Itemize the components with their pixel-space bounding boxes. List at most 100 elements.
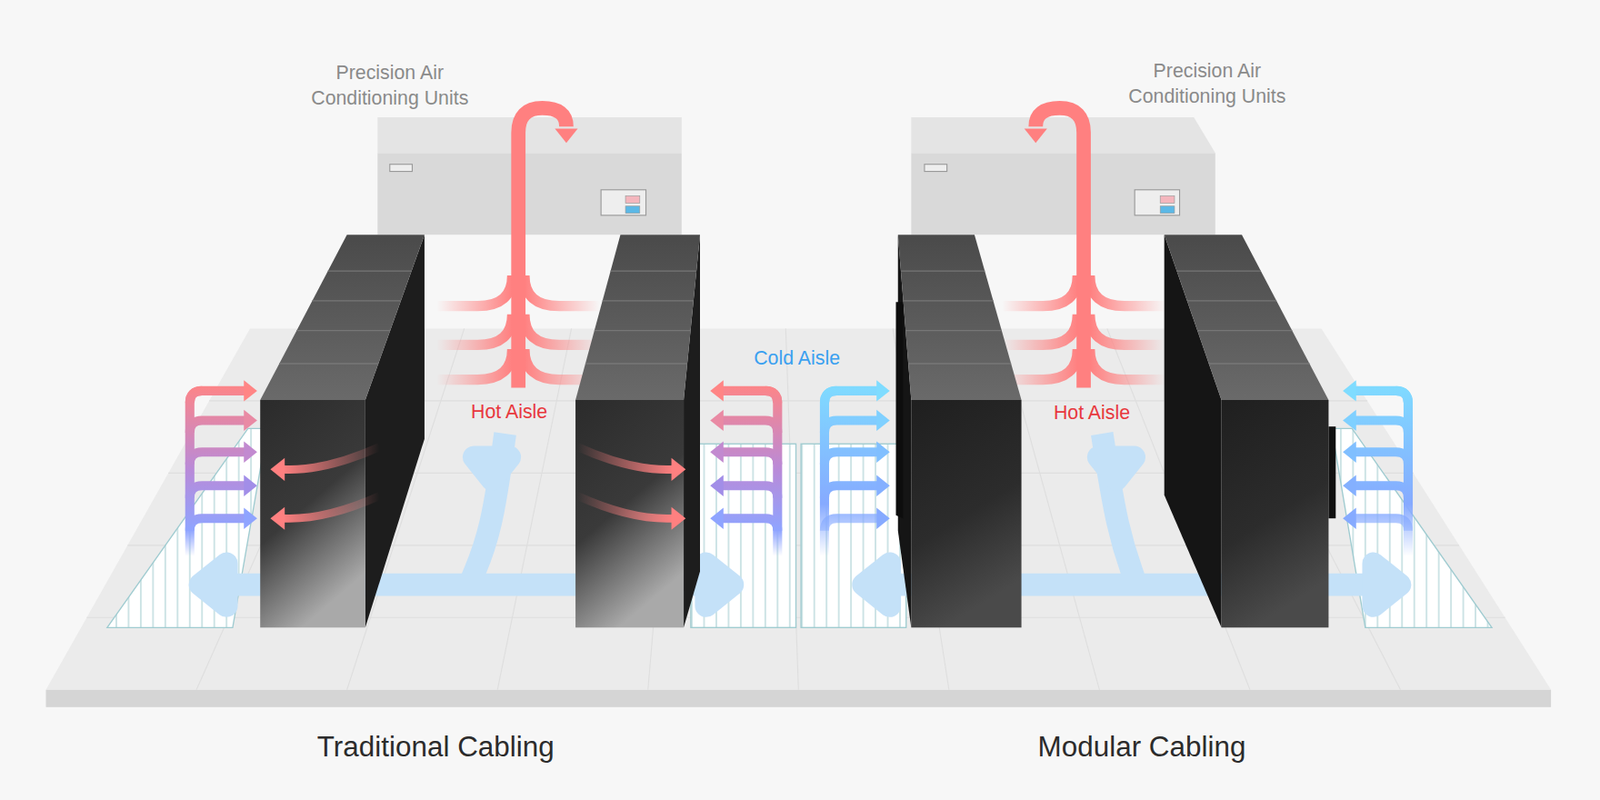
hot-air-branch [436, 275, 512, 307]
arrowhead [863, 563, 890, 607]
airflow-branch [190, 518, 246, 530]
unit-label: Precision Air Conditioning Units [1105, 58, 1310, 109]
airflow-branch [1355, 518, 1409, 530]
cabinet-seam [900, 270, 985, 271]
cabinet-seam [1209, 362, 1310, 364]
airflow-comb [190, 380, 258, 557]
arrowhead [876, 410, 890, 431]
arrow [1098, 457, 1135, 480]
airflow-branch [1355, 451, 1409, 464]
airflow-branch [824, 485, 878, 498]
hot-air-return [436, 108, 1165, 389]
exhaust-path [282, 496, 380, 520]
arrowhead [473, 457, 510, 480]
arrowhead [1342, 508, 1357, 530]
hot-air-branch [524, 275, 600, 307]
air-conditioning-unit [910, 117, 1215, 235]
unit-label: Precision Air Conditioning Units [288, 60, 492, 111]
airflow-trunk [765, 390, 778, 557]
cabinet-seam [585, 362, 688, 364]
cabinet-seam [908, 362, 1011, 364]
airflow-branch [190, 485, 246, 498]
hot-air-arrow [1001, 108, 1166, 389]
airflow-branch [824, 518, 878, 530]
hot-air-branch [1001, 275, 1078, 307]
section-title: Traditional Cabling [241, 728, 630, 766]
airflow-branch [722, 420, 779, 432]
aisle-label: Cold Aisle [725, 346, 869, 372]
arrowhead [876, 475, 890, 497]
cabinet-seam [594, 330, 691, 331]
section-title: Modular Cabling [948, 728, 1337, 766]
arrowhead [1098, 457, 1135, 480]
arrowhead [876, 380, 890, 401]
arrowhead [706, 563, 733, 607]
hot-air-arrow [436, 108, 600, 389]
hot-air-branch [436, 349, 512, 380]
cabinet-seam [1187, 300, 1277, 301]
exhaust-arrow [270, 447, 380, 481]
arrowhead [671, 458, 687, 481]
airflow-branch [722, 485, 779, 498]
server-rack-row [896, 234, 1022, 628]
arrowhead [671, 507, 687, 530]
server-rack-row [575, 234, 700, 628]
air-conditioning-unit [377, 117, 681, 235]
airflow-branch [190, 451, 246, 464]
cabinet-seam [602, 300, 694, 301]
exhaust-path [577, 496, 674, 520]
airflow-trunk [1396, 390, 1409, 557]
cabinet-seam [296, 330, 390, 331]
arrowhead [1373, 563, 1400, 607]
arrowhead [554, 128, 578, 143]
airflow-trunk [190, 390, 202, 557]
arrowhead [1342, 441, 1357, 463]
arrowhead [710, 380, 724, 401]
arrow [473, 457, 510, 480]
airflow-comb [1342, 380, 1409, 557]
airflow-branch [722, 518, 779, 530]
arrowhead [710, 410, 724, 431]
exhaust-arrow [577, 496, 686, 530]
aisle-label: Hot Aisle [1030, 400, 1154, 427]
arrowhead [200, 563, 227, 607]
arrowhead [1342, 410, 1357, 431]
exhaust-arrow [270, 496, 380, 530]
arrowhead [243, 441, 258, 463]
arrowhead [1342, 380, 1357, 401]
arrowhead [1024, 128, 1048, 143]
airflow-comb [824, 380, 890, 557]
arrowhead [243, 475, 258, 497]
cabinet-seam [610, 270, 697, 271]
arrowhead [710, 441, 724, 463]
hot-air-branch [1090, 349, 1166, 380]
cabinet-seam [1177, 270, 1261, 271]
airflow-branch [824, 390, 878, 403]
exhaust-path [577, 447, 674, 470]
airflow-branch [824, 451, 878, 464]
cabinet-seam [328, 270, 412, 271]
airflow-branch [190, 420, 246, 432]
cabinet-seam [903, 300, 994, 301]
hot-air-branch [1090, 275, 1166, 307]
arrowhead [1342, 475, 1357, 497]
airflow-branch [722, 390, 779, 403]
arrowhead [270, 458, 285, 481]
cabinet-seam [279, 362, 379, 364]
cabinet-seam [311, 300, 400, 301]
airflow-branch [722, 451, 779, 464]
airflow-branch [190, 390, 246, 403]
cabinet-seam [905, 330, 1002, 331]
airflow-branch [1355, 390, 1409, 403]
exhaust-arrow [577, 447, 686, 481]
arrowhead [876, 508, 890, 530]
hot-air-branch [1001, 314, 1078, 346]
airflow-trunk [824, 390, 837, 557]
arrowhead [243, 410, 258, 431]
rack-airflow [190, 380, 1409, 557]
arrowhead [876, 441, 890, 463]
airflow-comb [710, 380, 778, 557]
